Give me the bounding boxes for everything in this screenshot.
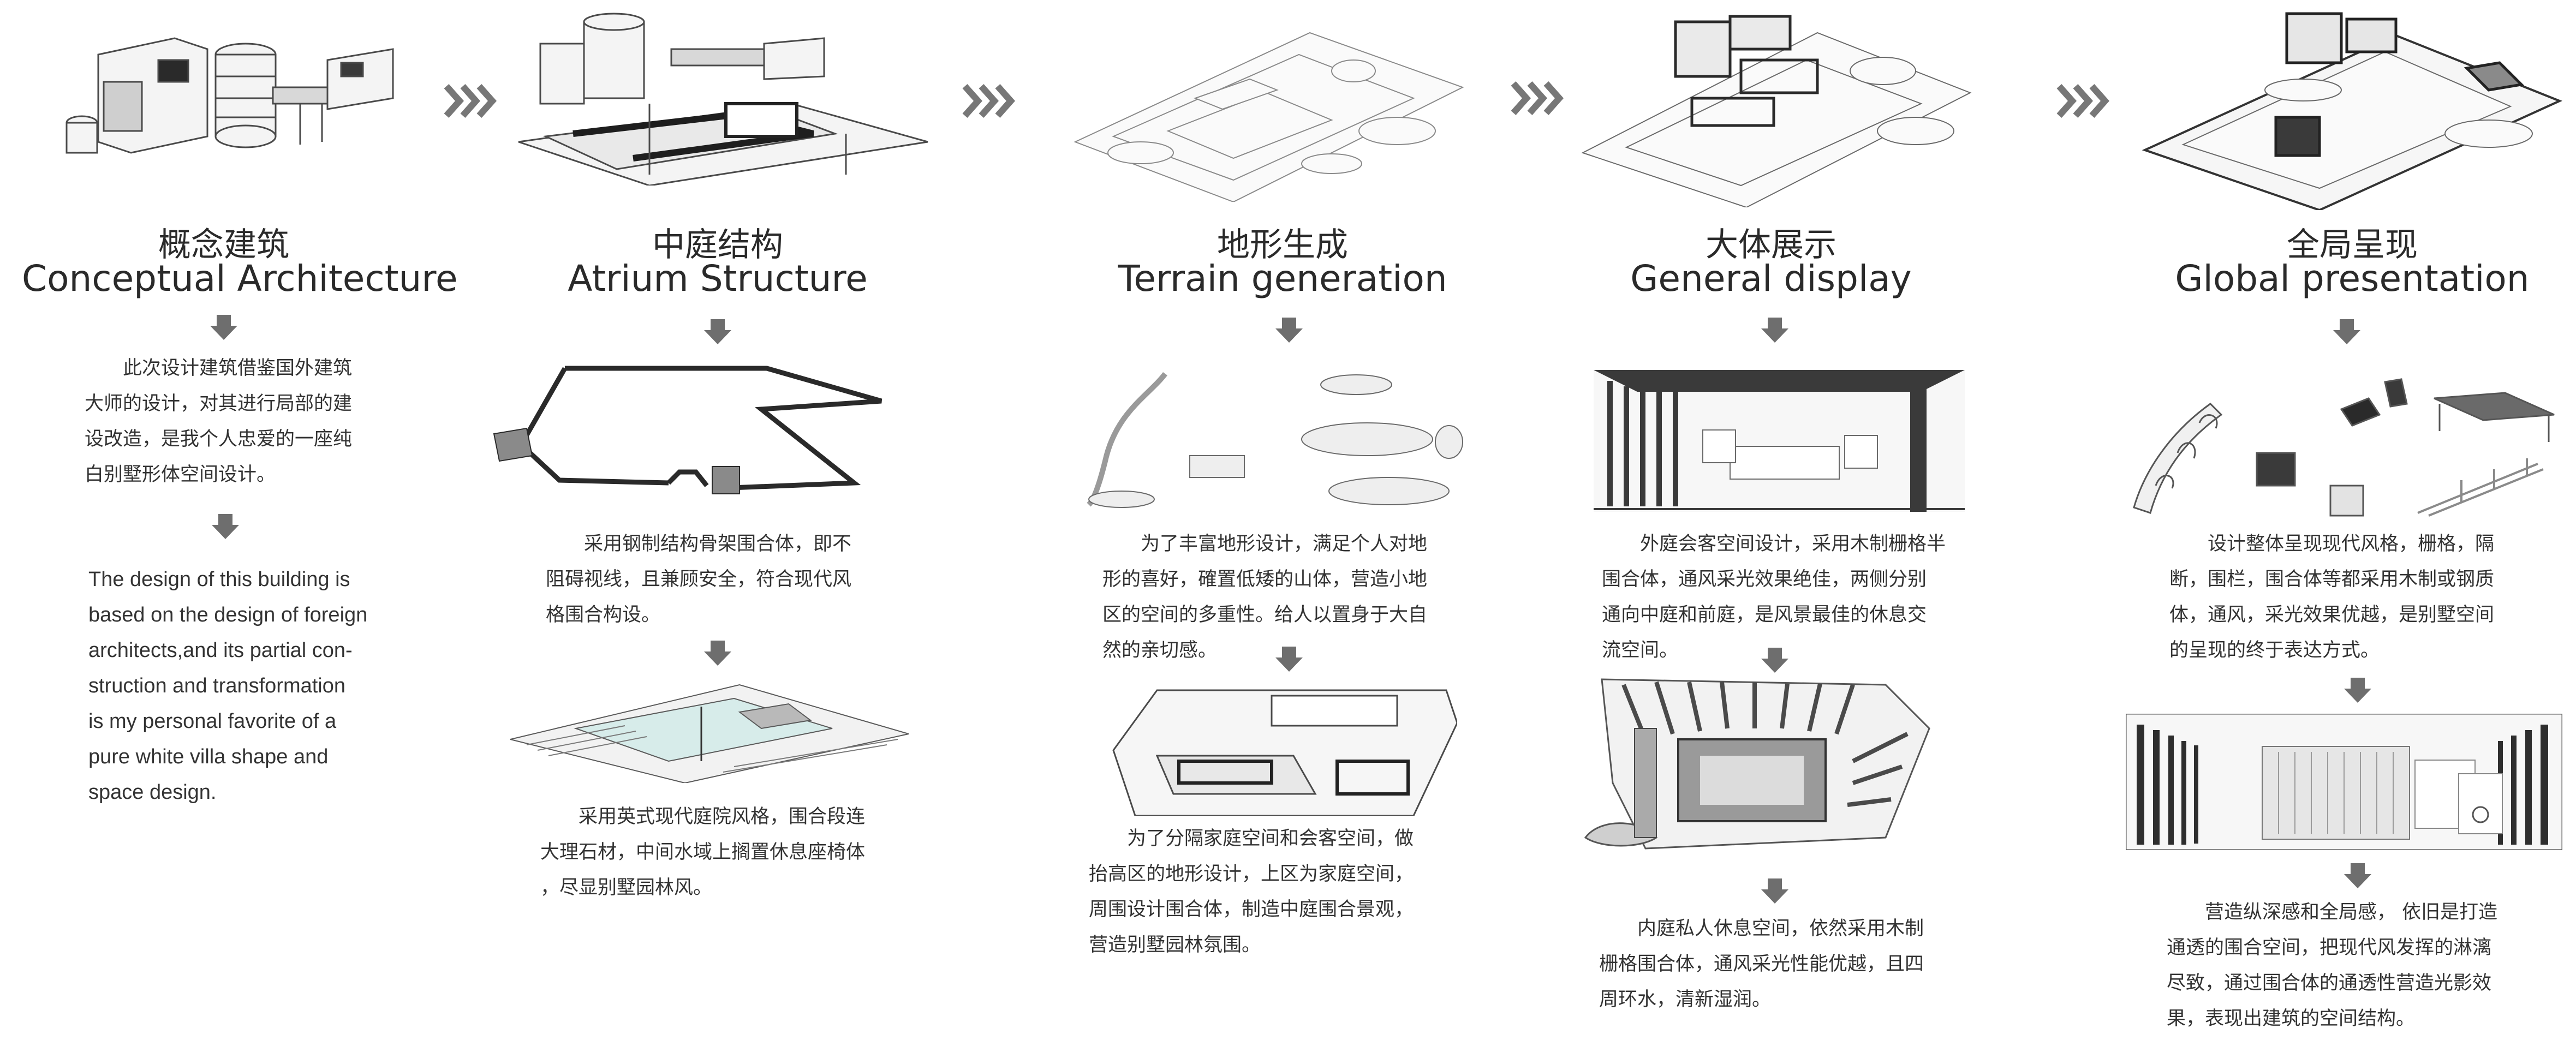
down-arrow-icon	[212, 514, 239, 539]
global-model-sketch	[2142, 12, 2563, 210]
down-arrow-icon	[2344, 678, 2371, 703]
down-arrow-icon	[704, 319, 731, 344]
description-en: The design of this building is based on …	[88, 568, 368, 804]
description-zh: 采用英式现代庭院风格，围合段连 大理石材，中间水域上搁置休息座椅体 ，尽显别墅园…	[540, 806, 866, 899]
down-arrow-icon	[1275, 647, 1303, 672]
description-zh: 营造纵深感和全局感， 依旧是打造 通透的围合空间，把现代风发挥的淋漓 尽致，通过…	[2167, 901, 2498, 1030]
next-stage-chevrons-icon	[962, 84, 1015, 118]
stage-title-en: Atrium Structure	[568, 258, 868, 300]
down-arrow-icon	[704, 641, 731, 666]
courtyard-pool-sketch	[510, 684, 909, 783]
stage-title-zh: 大体展示	[1706, 226, 1836, 264]
villa-model-sketch	[65, 37, 394, 154]
next-stage-chevrons-icon	[1511, 81, 1564, 115]
terrain-plan-sketch	[1074, 32, 1464, 202]
down-arrow-icon	[1275, 318, 1303, 343]
description-zh: 采用钢制结构骨架围合体，即不 阻碍视线，且兼顾安全，符合现代风 格围合构设。	[546, 533, 852, 626]
down-arrow-icon	[1761, 318, 1788, 343]
description-zh: 此次设计建筑借鉴国外建筑 大师的设计，对其进行局部的建 设改造，是我个人忠爱的一…	[85, 357, 353, 486]
description-zh: 为了丰富地形设计，满足个人对地 形的喜好，確置低矮的山体，营造小地 区的空间的多…	[1102, 533, 1428, 661]
stage-title-en: Terrain generation	[1118, 258, 1447, 300]
stage-title-zh: 全局呈现	[2287, 226, 2418, 264]
down-arrow-icon	[2344, 863, 2371, 888]
stage-title-zh: 中庭结构	[652, 226, 783, 264]
stage-title-en: Global presentation	[2175, 258, 2530, 300]
next-stage-chevrons-icon	[2056, 84, 2109, 118]
stage-title-zh: 概念建筑	[158, 226, 289, 264]
down-arrow-icon	[210, 315, 237, 340]
general-model-sketch	[1581, 15, 1972, 207]
components-sketch	[2133, 378, 2555, 517]
description-zh: 为了分隔家庭空间和会客空间，做 抬高区的地形设计，上区为家庭空间， 周围设计围合…	[1089, 828, 1414, 956]
stage-title-en: Conceptual Architecture	[22, 258, 458, 300]
next-stage-chevrons-icon	[444, 84, 497, 118]
raised-terrain-sketch	[1112, 689, 1457, 816]
perspective-corridor-sketch	[2126, 714, 2562, 850]
description-zh: 外庭会客空间设计，采用木制栅格半 围合体，通风采光效果绝佳，两侧分别 通向中庭和…	[1602, 533, 1946, 661]
stage-title-en: General display	[1630, 258, 1912, 300]
description-zh: 设计整体呈现现代风格，栅格，隔 断，围栏，围合体等都采用木制或钢质 体，通风，采…	[2169, 533, 2495, 661]
down-arrow-icon	[1761, 878, 1788, 904]
stage-title-zh: 地形生成	[1217, 226, 1348, 264]
inner-courtyard-sketch	[1584, 678, 1930, 850]
down-arrow-icon	[1761, 648, 1788, 673]
steel-frame-sketch	[493, 366, 882, 494]
description-zh: 内庭私人休息空间，依然采用木制 栅格围合体，通风采光性能优越，且四 周环水，清新…	[1599, 918, 1924, 1011]
atrium-model-sketch	[518, 13, 928, 186]
terrain-mounds-sketch	[1087, 372, 1463, 508]
pavilion-interior-sketch	[1594, 370, 1965, 512]
down-arrow-icon	[2333, 319, 2360, 344]
